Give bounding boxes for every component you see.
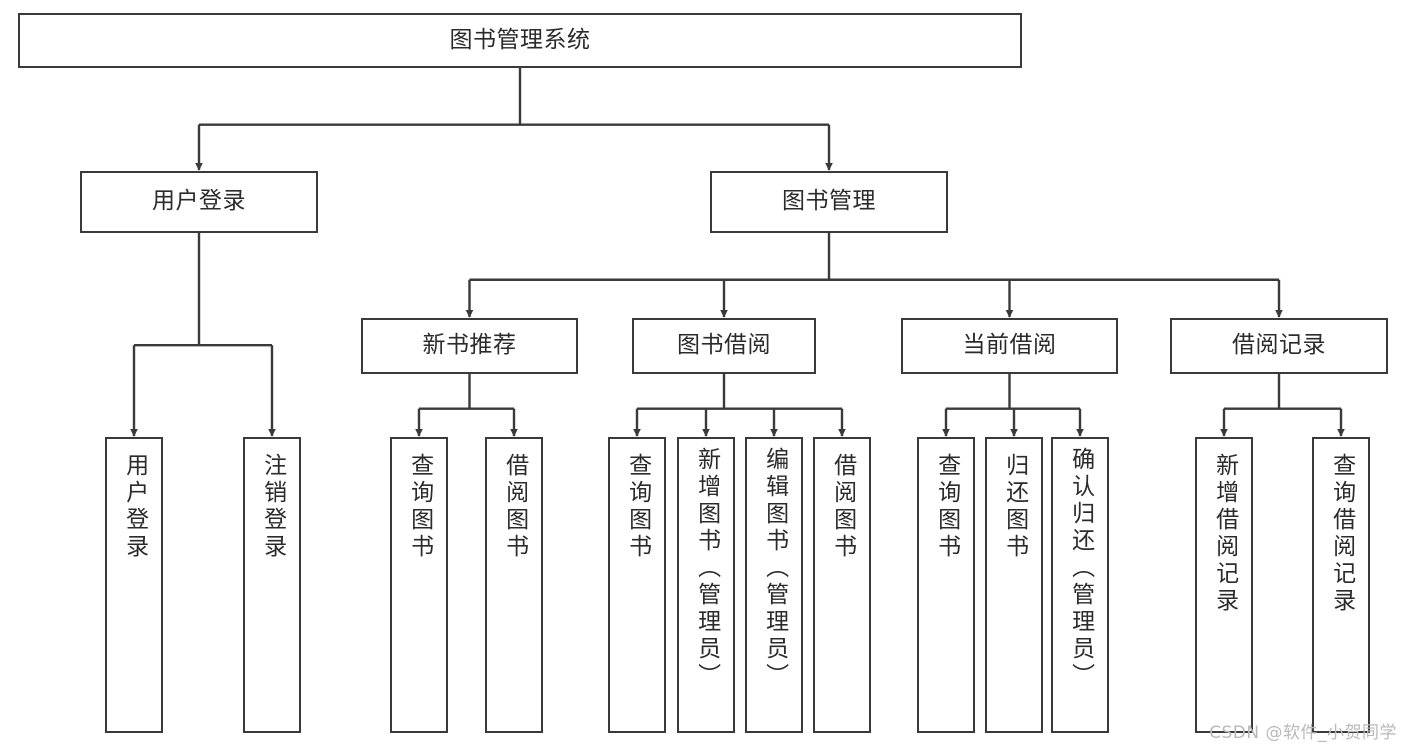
node-current-borrow[interactable]: 当前借阅 (901, 318, 1118, 374)
node-label-book-management: 图书管理 (782, 188, 876, 215)
node-label-book-borrow: 图书借阅 (677, 332, 771, 359)
node-label-root: 图书管理系统 (449, 26, 591, 53)
node-leaf-user-login[interactable]: 用户登录 (105, 437, 163, 733)
node-label-user-login: 用户登录 (152, 188, 246, 215)
node-leaf-edit-book-admin[interactable]: 编辑图书（管理员） (745, 437, 803, 733)
node-borrow-record[interactable]: 借阅记录 (1170, 318, 1388, 374)
node-label-leaf-borrow-books-borrow: 借阅图书 (829, 453, 856, 561)
node-user-login[interactable]: 用户登录 (80, 171, 318, 233)
node-leaf-confirm-return-admin[interactable]: 确认归还（管理员） (1051, 437, 1109, 733)
node-leaf-add-borrow-record[interactable]: 新增借阅记录 (1195, 437, 1253, 733)
node-leaf-add-book-admin[interactable]: 新增图书（管理员） (677, 437, 735, 733)
node-leaf-query-books-current[interactable]: 查询图书 (917, 437, 975, 733)
node-leaf-borrow-books-borrow[interactable]: 借阅图书 (813, 437, 871, 733)
node-label-leaf-logout: 注销登录 (259, 453, 286, 561)
node-label-leaf-add-borrow-record: 新增借阅记录 (1211, 453, 1238, 615)
node-label-leaf-confirm-return-admin: 确认归还（管理员） (1067, 447, 1094, 690)
node-label-leaf-borrow-books-recommend: 借阅图书 (501, 453, 528, 561)
node-label-new-book-recommend: 新书推荐 (422, 332, 517, 359)
node-label-leaf-add-book-admin: 新增图书（管理员） (693, 447, 720, 690)
node-label-leaf-return-books: 归还图书 (1001, 453, 1028, 561)
node-label-borrow-record: 借阅记录 (1232, 332, 1326, 359)
node-book-management[interactable]: 图书管理 (710, 171, 948, 233)
node-leaf-return-books[interactable]: 归还图书 (985, 437, 1043, 733)
node-leaf-logout[interactable]: 注销登录 (243, 437, 301, 733)
node-root[interactable]: 图书管理系统 (18, 13, 1022, 68)
node-leaf-query-borrow-record[interactable]: 查询借阅记录 (1312, 437, 1370, 733)
node-leaf-borrow-books-recommend[interactable]: 借阅图书 (485, 437, 543, 733)
node-label-leaf-edit-book-admin: 编辑图书（管理员） (761, 447, 788, 690)
node-new-book-recommend[interactable]: 新书推荐 (361, 318, 578, 374)
node-label-current-borrow: 当前借阅 (962, 332, 1057, 359)
node-leaf-query-books-borrow[interactable]: 查询图书 (608, 437, 666, 733)
node-label-leaf-user-login: 用户登录 (121, 453, 148, 561)
node-label-leaf-query-books-current: 查询图书 (933, 453, 960, 561)
node-book-borrow[interactable]: 图书借阅 (632, 318, 816, 374)
node-label-leaf-query-books-borrow: 查询图书 (624, 453, 651, 561)
node-leaf-query-books-recommend[interactable]: 查询图书 (390, 437, 448, 733)
node-label-leaf-query-books-recommend: 查询图书 (406, 453, 433, 561)
watermark-csdn: CSDN @软件_小贺同学 (1209, 723, 1397, 743)
node-label-leaf-query-borrow-record: 查询借阅记录 (1328, 453, 1355, 615)
